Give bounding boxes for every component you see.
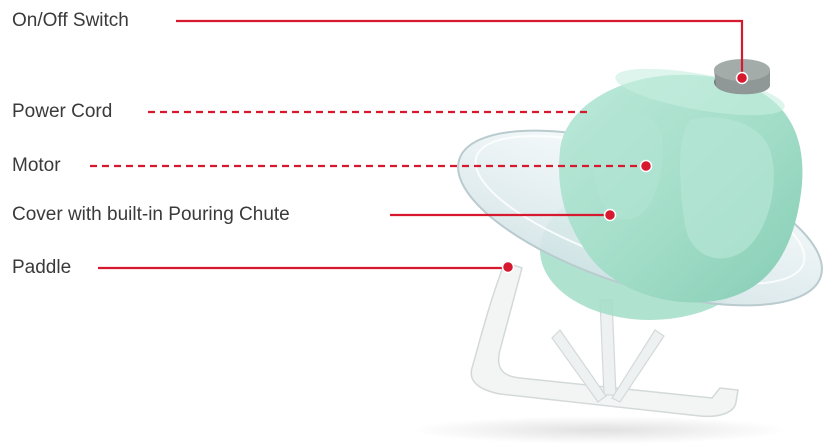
paddle-dot [501,260,515,274]
label-cover: Cover with built-in Pouring Chute [12,204,290,225]
motor-illustration [559,68,803,303]
label-power-cord: Power Cord [12,101,113,122]
switch-leader [176,19,744,76]
label-motor: Motor [12,155,61,176]
label-on-off-switch: On/Off Switch [12,10,129,31]
ground-shadow [410,416,790,444]
cover-dot [603,208,617,222]
leader-dots [501,71,749,274]
switch-dot [735,71,749,85]
leader-lines [90,19,744,270]
motor-dot [639,159,653,173]
label-paddle: Paddle [12,257,72,278]
paddle-illustration [470,261,739,418]
